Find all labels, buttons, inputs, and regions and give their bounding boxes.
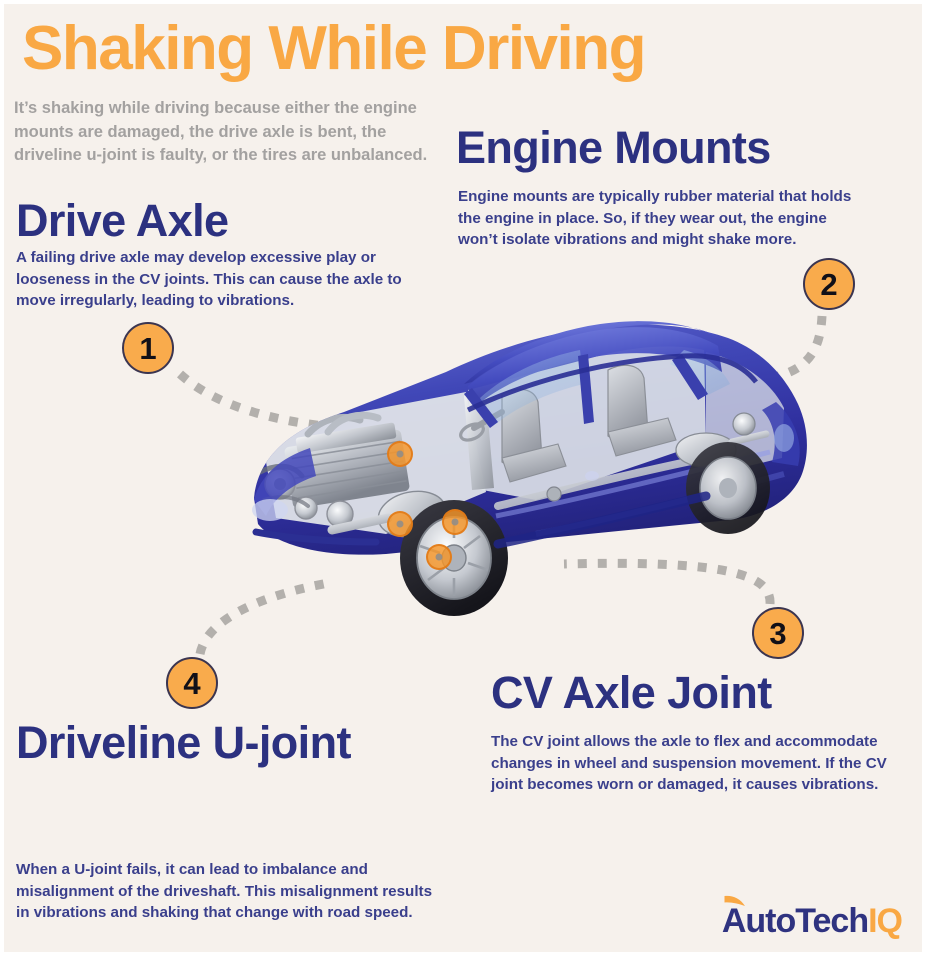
logo-text-iq: IQ <box>868 902 903 940</box>
rear-wheel <box>686 442 770 534</box>
section-body-cv-axle-joint: The CV joint allows the axle to flex and… <box>491 733 887 794</box>
car-cutaway-illustration <box>236 262 816 642</box>
hotspot-drive-axle[interactable] <box>426 544 452 570</box>
u-joint <box>546 486 562 502</box>
front-bumper <box>252 528 380 546</box>
hotspot-engine-mount-lower[interactable] <box>387 511 413 537</box>
c-pillar <box>672 354 708 400</box>
front-fender <box>254 448 316 516</box>
logo-swoosh-icon <box>724 895 745 906</box>
badge-number-2[interactable]: 2 <box>803 258 855 310</box>
car-roof <box>468 327 722 408</box>
rocker-panel <box>493 491 711 549</box>
intro-paragraph: It’s shaking while driving because eithe… <box>14 99 428 165</box>
badge-number-4[interactable]: 4 <box>166 657 218 709</box>
belt-line <box>466 353 758 413</box>
driveshaft <box>494 454 710 510</box>
taillight <box>774 424 794 452</box>
section-body-drive-axle: A failing drive axle may develop excessi… <box>16 249 402 310</box>
section-title-driveline-u-joint: Driveline U-joint <box>16 717 351 768</box>
section-body-engine-mounts: Engine mounts are typically rubber mater… <box>458 188 852 249</box>
section-body-driveline-u-joint: When a U-joint fails, it can lead to imb… <box>16 861 433 922</box>
a-pillar <box>464 388 498 428</box>
section-title-engine-mounts: Engine Mounts <box>456 122 771 173</box>
door-emblem <box>585 471 599 481</box>
section-title-cv-axle-joint: CV Axle Joint <box>491 667 772 718</box>
badge-number-3[interactable]: 3 <box>752 607 804 659</box>
hotspot-engine-mount-upper[interactable] <box>387 441 413 467</box>
autotechiq-logo[interactable]: AutoTech IQ <box>721 895 903 940</box>
section-title-drive-axle: Drive Axle <box>16 195 229 246</box>
roof-rail <box>464 321 722 384</box>
logo-text-autotech: AutoTech <box>721 902 869 940</box>
badge-number-1[interactable]: 1 <box>122 322 174 374</box>
hotspot-cv-joint[interactable] <box>442 509 468 535</box>
page-title: Shaking While Driving <box>22 14 647 83</box>
headlight <box>252 499 288 521</box>
